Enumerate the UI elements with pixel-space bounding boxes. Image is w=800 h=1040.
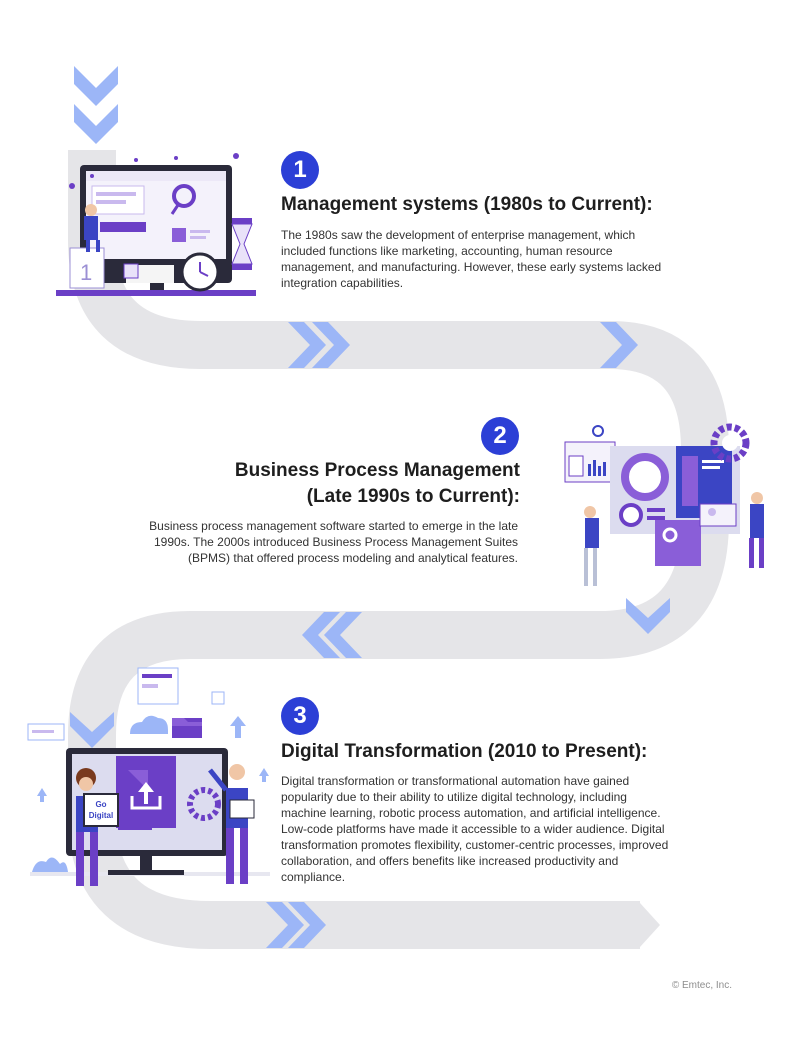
arrow-up-icon (37, 716, 269, 802)
step-title: Management systems (1980s to Current): (281, 194, 653, 215)
chevron-left-icon (302, 612, 362, 658)
step-number-badge: 2 (481, 417, 519, 455)
copyright-footer: © Emtec, Inc. (671, 980, 732, 991)
step-description: Business process management software sta… (149, 519, 518, 565)
step-description: The 1980s saw the development of enterpr… (281, 228, 662, 290)
svg-text:1: 1 (80, 260, 92, 285)
gear-icon (187, 787, 221, 821)
chevron-down-icon (626, 598, 670, 634)
step-title: (Late 1990s to Current): (306, 486, 520, 507)
step-description: Digital transformation or transformation… (281, 774, 669, 884)
step-number-badge: 1 (281, 151, 319, 189)
chevron-down-icon (70, 712, 114, 748)
go-digital-sign: Digital (89, 811, 113, 820)
go-digital-sign: Go (95, 800, 106, 809)
chevron-down-icon (74, 66, 118, 144)
chevron-right-icon (288, 322, 638, 368)
step-number-badge: 3 (281, 697, 319, 735)
gear-icon (710, 423, 750, 463)
chevron-right-icon (266, 902, 326, 948)
step-title: Digital Transformation (2010 to Present)… (281, 741, 648, 762)
step-title: Business Process Management (234, 460, 520, 481)
